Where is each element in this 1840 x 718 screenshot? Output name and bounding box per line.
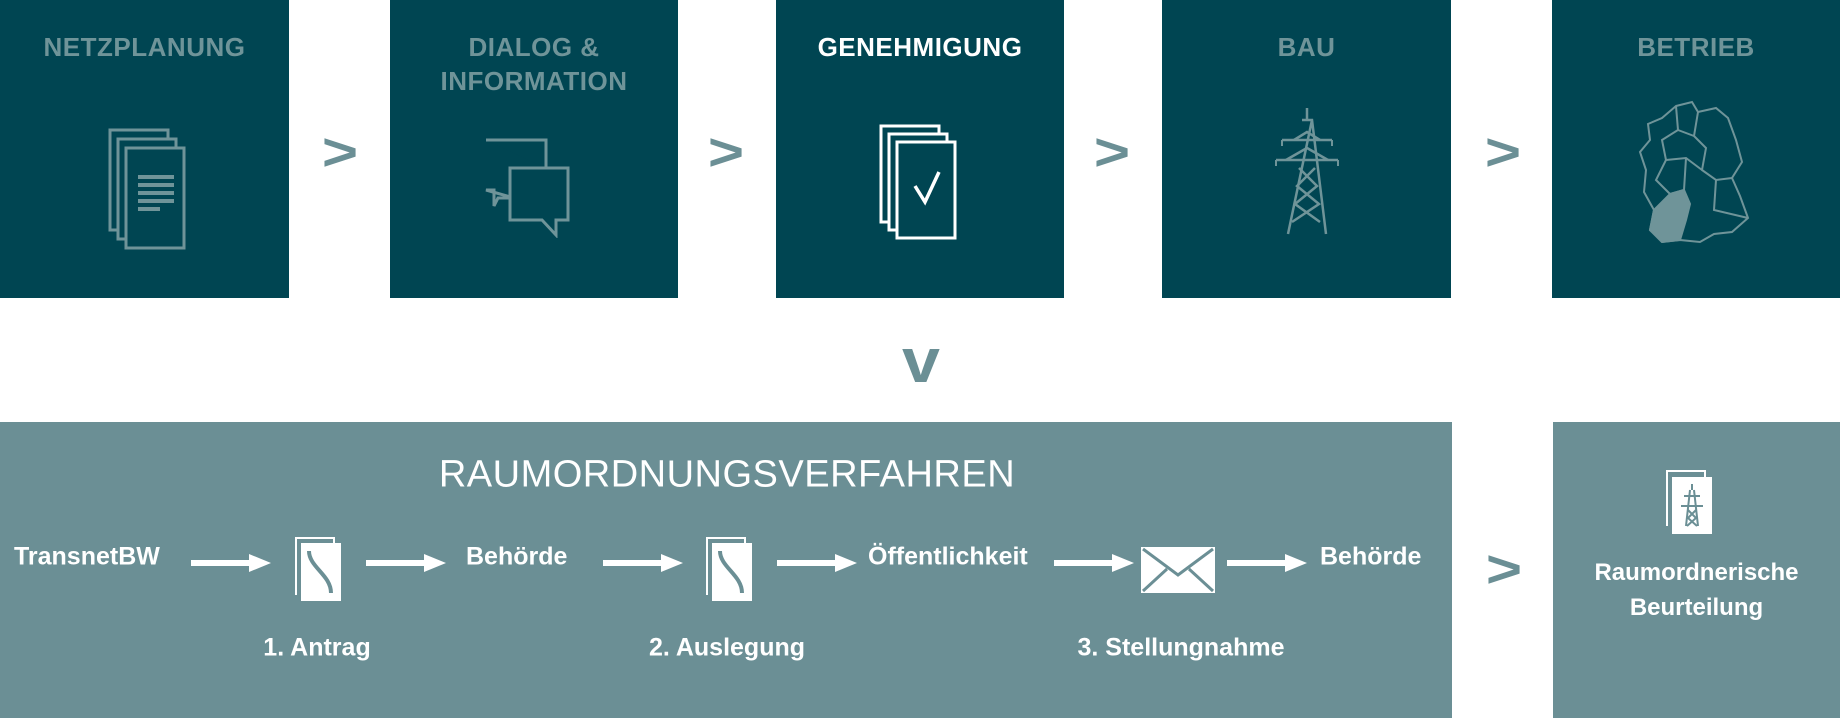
power-pylon-icon — [1274, 108, 1339, 235]
arrow-right-icon — [1054, 554, 1134, 572]
phase-bau: BAU — [1162, 0, 1451, 298]
procedure-title: RAUMORDNUNGSVERFAHREN — [438, 453, 1016, 496]
flow-actor-behoerde: Behörde — [466, 542, 568, 571]
flow-actor-transnetbw: TransnetBW — [14, 542, 160, 571]
assessment-document-icon — [1666, 470, 1712, 534]
step-label-antrag: 1. Antrag — [263, 633, 371, 662]
arrow-right-icon — [777, 554, 857, 572]
application-document-icon — [295, 537, 341, 601]
chevron-right-icon: > — [1093, 123, 1131, 182]
phase-genehmigung: GENEHMIGUNG — [776, 0, 1064, 298]
germany-map-icon — [1638, 100, 1750, 244]
phase-title-line2: INFORMATION — [440, 66, 628, 96]
arrow-right-icon — [1227, 554, 1307, 572]
procedure-panel: RAUMORDNUNGSVERFAHREN TransnetBW Behörde… — [0, 422, 1452, 718]
envelope-icon — [1141, 547, 1215, 593]
arrow-right-icon — [603, 554, 683, 572]
phase-title-line1: DIALOG & — [468, 32, 600, 62]
approved-documents-icon — [879, 124, 957, 240]
phase-title: DIALOG & INFORMATION — [390, 30, 678, 98]
phase-betrieb: BETRIEB — [1552, 0, 1840, 298]
chevron-right-icon: > — [707, 123, 745, 182]
phase-dialog-information: DIALOG & INFORMATION — [390, 0, 678, 298]
arrow-right-icon — [366, 554, 446, 572]
phase-title: BETRIEB — [1637, 32, 1755, 62]
display-document-icon — [706, 537, 752, 601]
phase-title: BAU — [1277, 32, 1336, 62]
result-panel: Raumordnerische Beurteilung — [1553, 422, 1840, 718]
chevron-right-icon: > — [321, 123, 359, 182]
chevron-right-icon: > — [1485, 540, 1523, 599]
step-label-auslegung: 2. Auslegung — [648, 633, 806, 662]
chevron-right-icon: > — [1484, 123, 1522, 182]
flow-actor-oeffentlichkeit: Öffentlichkeit — [868, 542, 1028, 571]
flow-actor-behoerde-2: Behörde — [1320, 542, 1422, 571]
result-line1: Raumordnerische — [1594, 559, 1799, 586]
phase-title: NETZPLANUNG — [43, 32, 246, 62]
arrow-right-icon — [191, 554, 271, 572]
step-label-stellungnahme: 3. Stellungnahme — [1077, 633, 1285, 662]
documents-icon — [108, 128, 185, 250]
phase-netzplanung: NETZPLANUNG — [0, 0, 289, 298]
chevron-down-icon: v — [902, 327, 940, 396]
result-line2: Beurteilung — [1629, 594, 1764, 621]
phase-title: GENEHMIGUNG — [817, 32, 1023, 62]
chat-bubbles-icon — [485, 138, 570, 238]
